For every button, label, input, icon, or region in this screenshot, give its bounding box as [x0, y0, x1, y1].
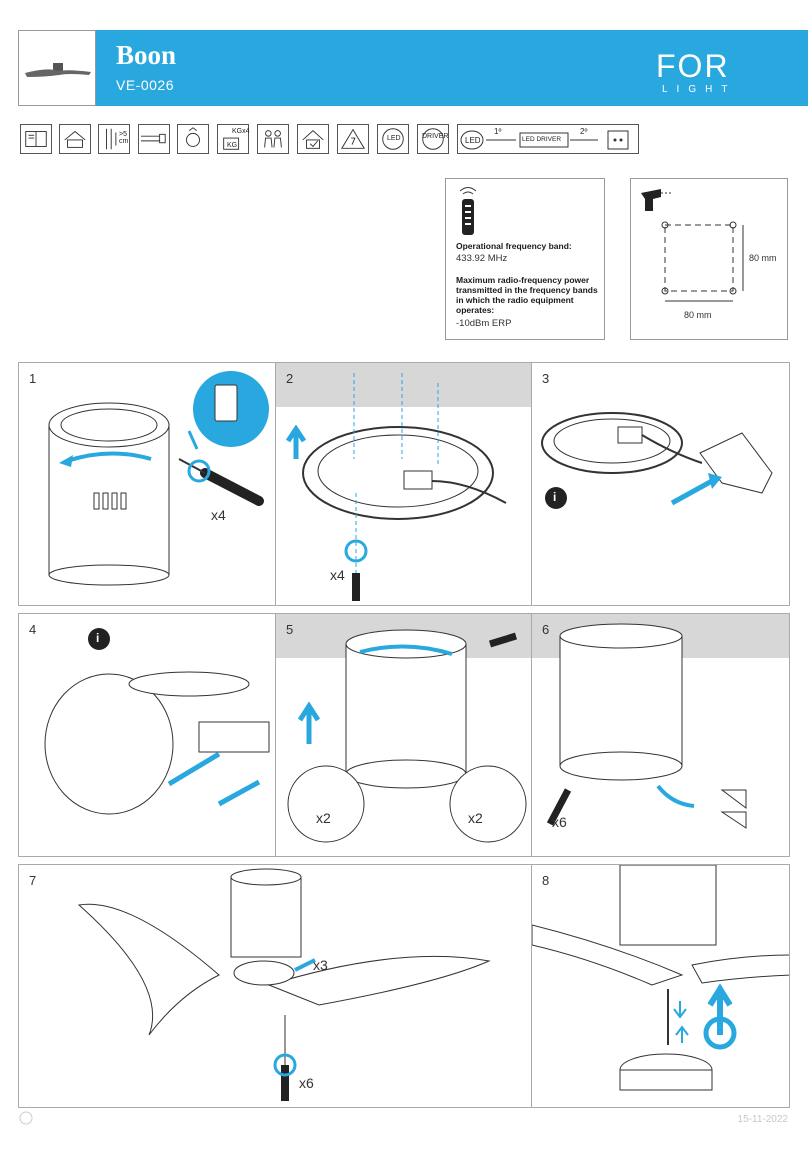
- manual-icon: [20, 124, 52, 154]
- step-7-illustration: [77, 868, 491, 1101]
- rf-info-box: Operational frequency band: 433.92 MHz M…: [445, 178, 605, 340]
- product-thumbnail: [18, 30, 96, 106]
- chain-step-2: 2º: [580, 127, 588, 136]
- screw-quantity: x4: [211, 507, 226, 523]
- step-3-illustration: [541, 412, 773, 509]
- step-8-illustration: [532, 865, 789, 1091]
- screw-quantity-bottom: x6: [299, 1075, 314, 1091]
- step-6-panel: 6 x6: [531, 613, 790, 857]
- weight-label: KGx4: [232, 128, 250, 135]
- step-5-panel: 5 x2 x2: [275, 613, 532, 857]
- remote-control-icon: [459, 187, 477, 235]
- step-number: 7: [29, 873, 37, 888]
- step-4-illustration: [44, 628, 270, 815]
- step-number: 5: [286, 622, 294, 637]
- driver-icon: DRIVER: [417, 124, 449, 154]
- connection-order-diagram: LED 1º LED DRIVER 2º: [457, 124, 639, 154]
- info-badge: i: [96, 631, 100, 645]
- step-2-panel: 2 x4: [275, 362, 532, 606]
- step-5-illustration: [287, 629, 527, 843]
- indoor-use-icon: [297, 124, 329, 154]
- screw-quantity-top: x3: [313, 957, 328, 973]
- chain-step-1: 1º: [494, 127, 502, 136]
- drill-height-label: 80 mm: [749, 253, 777, 263]
- screw-quantity: x6: [552, 814, 567, 830]
- two-persons-icon: [257, 124, 289, 154]
- revision-date: 15-11-2022: [737, 1114, 788, 1125]
- step-number: 2: [286, 371, 294, 386]
- step-number: 3: [542, 371, 550, 386]
- install-location-icon: [59, 124, 91, 154]
- rf-power-value: -10dBm ERP: [456, 318, 512, 329]
- esd-warning-icon: [337, 124, 369, 154]
- step-1-illustration: [48, 371, 269, 586]
- step-3-panel: 3 i: [531, 362, 790, 606]
- chain-driver: LED DRIVER: [522, 136, 562, 143]
- chain-led: LED: [465, 136, 481, 145]
- step-1-panel: 1 OFF x4: [18, 362, 276, 606]
- step-4-panel: 4 i: [18, 613, 276, 857]
- step-7-panel: 7 x3 x6: [18, 864, 532, 1108]
- step-number: 8: [542, 873, 550, 888]
- header-band: [96, 30, 808, 106]
- info-badge: i: [553, 490, 557, 504]
- drill-width-label: 80 mm: [684, 310, 712, 320]
- driver-label: DRIVER: [422, 133, 449, 140]
- weight-icon: KGx4 KG: [217, 124, 250, 154]
- step-6-illustration: [546, 623, 747, 829]
- motor-icon: [177, 124, 209, 154]
- step-number: 6: [542, 622, 550, 637]
- ceiling-height-icon: >5 cm: [98, 124, 130, 154]
- step-number: 1: [29, 371, 37, 386]
- brand-logo: FOR: [656, 48, 730, 84]
- ceiling-area: [276, 363, 531, 407]
- rf-power-label: Maximum radio-frequency power transmitte…: [456, 275, 598, 315]
- recycle-icon: [19, 1111, 33, 1125]
- led-label: LED: [387, 135, 401, 142]
- screw-quantity-right: x2: [468, 810, 483, 826]
- step-8-panel: 8: [531, 864, 790, 1108]
- step-number: 4: [29, 622, 37, 637]
- step-2-illustration: [285, 373, 507, 601]
- led-icon: LED: [377, 124, 409, 154]
- drill-hole-diagram: [641, 189, 744, 302]
- height-label: >5 cm: [119, 131, 129, 145]
- weight-unit: KG: [227, 142, 238, 149]
- drill-template-box: 80 mm 80 mm: [630, 178, 788, 340]
- frequency-band-label: Operational frequency band:: [456, 241, 572, 251]
- screw-quantity-left: x2: [316, 810, 331, 826]
- brand-logo-sub: LIGHT: [662, 84, 737, 95]
- screw-quantity: x4: [330, 567, 345, 583]
- cable-icon: [138, 124, 170, 154]
- frequency-band-value: 433.92 MHz: [456, 253, 508, 264]
- model-code: VE-0026: [116, 77, 174, 93]
- off-label: OFF: [216, 509, 246, 526]
- product-title: Boon: [116, 40, 177, 70]
